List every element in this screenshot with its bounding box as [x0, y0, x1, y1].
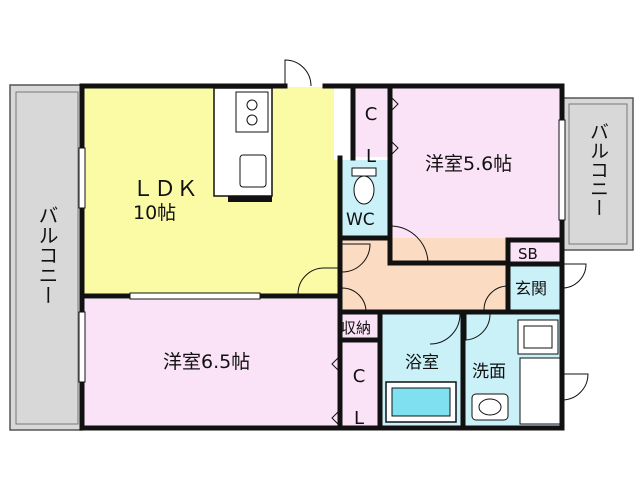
wash-label: 洗面 — [472, 362, 506, 382]
bedroom-upper-label: 洋室5.6帖 — [425, 153, 512, 175]
bedroom-upper — [390, 87, 560, 263]
bathtub — [385, 381, 457, 423]
washbasin — [471, 393, 509, 421]
sb-label: SB — [518, 245, 538, 263]
ldk-name-label: ＬＤＫ — [132, 177, 198, 202]
ldk-room-lower — [84, 160, 340, 294]
hall — [342, 238, 510, 310]
bath-label: 浴室 — [405, 353, 439, 373]
sb-area — [508, 240, 560, 264]
bedroom-lower-label: 洋室6.5帖 — [163, 351, 250, 373]
balcony-right: バルコニー — [562, 97, 634, 251]
wc-label: WC — [346, 210, 375, 230]
kitchen-counter — [213, 87, 273, 202]
walls — [79, 83, 565, 431]
genkan-area — [508, 264, 560, 310]
closet-lower — [338, 340, 380, 426]
storage-area — [338, 312, 380, 340]
toilet-fixture — [351, 167, 377, 205]
bedroom-lower — [84, 299, 338, 426]
ldk-size-label: 10帖 — [133, 202, 176, 224]
closet-lower-label: C L — [349, 366, 370, 429]
balcony-left-label: バルコニー — [35, 205, 59, 305]
balcony-left: バルコニー — [9, 84, 83, 431]
balcony-right-label: バルコニー — [587, 122, 609, 217]
storage-label: 収納 — [341, 319, 371, 337]
windows — [78, 119, 566, 383]
washing-machine-pan — [517, 319, 561, 425]
closet-upper — [354, 87, 390, 157]
genkan-label: 玄関 — [515, 279, 547, 298]
closet-upper-label: C L — [361, 104, 382, 167]
door-swings — [284, 59, 589, 427]
